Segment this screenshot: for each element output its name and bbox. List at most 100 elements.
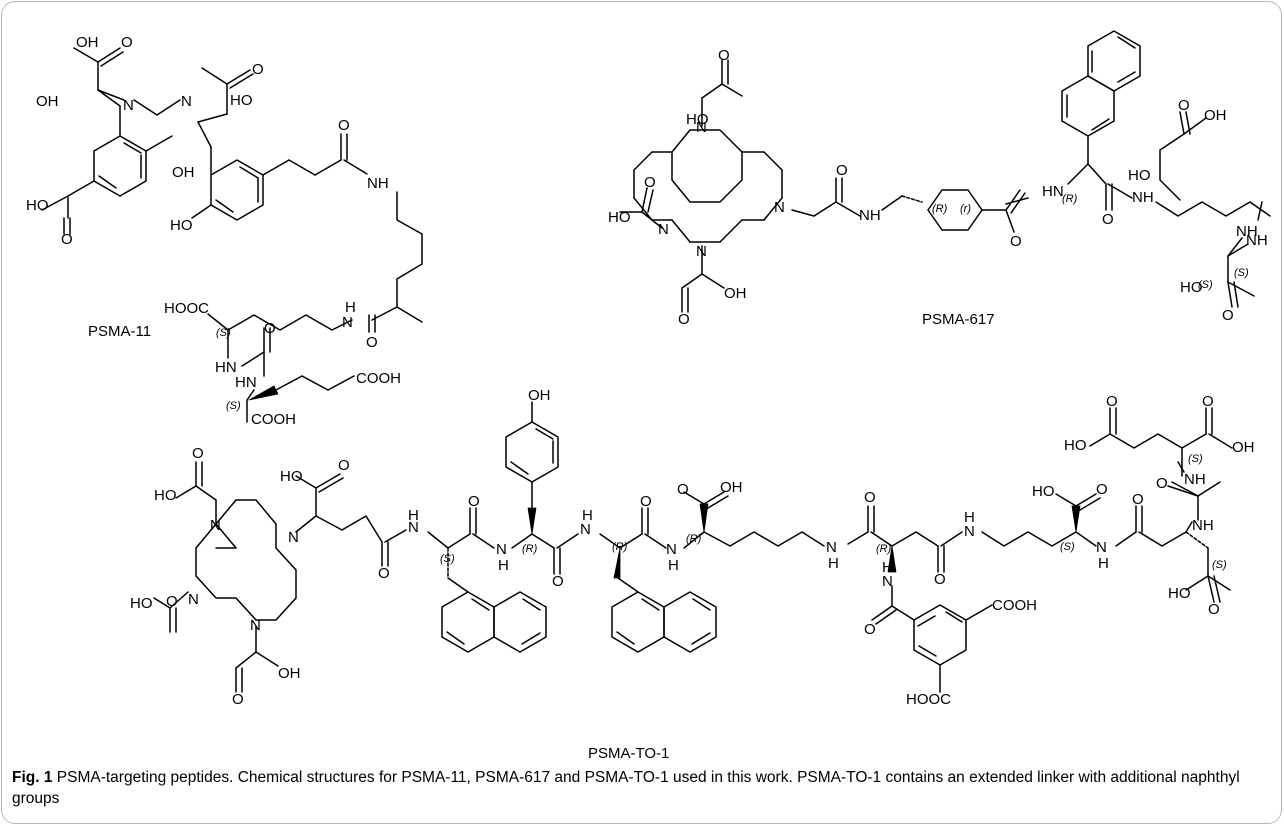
atom-label: HO (230, 92, 253, 109)
atom-label: N (288, 529, 299, 546)
atom-label: O (864, 489, 876, 506)
atom-label: O (836, 162, 848, 179)
atom-label: HO (1032, 483, 1055, 500)
atom-label: O (366, 334, 378, 351)
atom-label: N (826, 539, 837, 556)
atom-label: O (378, 565, 390, 582)
atom-label: N (496, 541, 507, 558)
stereo-label: (R) (932, 203, 948, 215)
atom-label: H (345, 299, 356, 316)
atom-label: O (61, 231, 73, 248)
stereo-label: (S) (1212, 559, 1227, 571)
atom-label: NH (1246, 232, 1268, 249)
atom-label: O (1208, 601, 1220, 618)
atom-label: O (864, 621, 876, 638)
stereo-label: (R) (522, 543, 538, 555)
atom-label: O (1106, 393, 1118, 410)
atom-label: OH (724, 285, 747, 302)
atom-label: O (1202, 393, 1214, 410)
atom-label: NH (859, 207, 881, 224)
atom-label: OH (76, 34, 99, 51)
atom-label: O (338, 117, 350, 134)
atom-label: HN (235, 374, 257, 391)
atom-label: HO (170, 217, 193, 234)
atom-label: O (677, 481, 689, 498)
atom-label: HO (154, 487, 177, 504)
atom-label: N (250, 617, 261, 634)
atom-label: O (552, 573, 564, 590)
atom-label: HO (130, 595, 153, 612)
atom-label: O (192, 445, 204, 462)
stereo-label: (S) (440, 553, 455, 565)
atom-label: O (1102, 211, 1114, 228)
stereo-label: (R) (1062, 193, 1078, 205)
atom-label: HN (1042, 183, 1064, 200)
atom-label: OH (1232, 439, 1255, 456)
atom-label: O (1156, 475, 1168, 492)
atom-label: NH (367, 175, 389, 192)
atom-label: O (338, 457, 350, 474)
structure-psma-11 (41, 47, 423, 423)
stereo-label: (R) (876, 543, 892, 555)
atom-label: HO (1128, 167, 1151, 184)
caption-label: Fig. 1 (12, 769, 53, 786)
compound-name: PSMA-11 (88, 323, 151, 340)
stereo-label: (R) (612, 541, 628, 553)
stereo-label: (S) (216, 327, 231, 339)
atom-label: O (232, 691, 244, 708)
atom-label: HO (280, 468, 303, 485)
atom-label: O (934, 571, 946, 588)
atom-label: H (582, 507, 593, 524)
atom-label: O (166, 593, 178, 610)
atom-label: COOH (356, 370, 401, 387)
atom-label: HO (608, 209, 631, 226)
stereo-label: (S) (1198, 279, 1213, 291)
atom-label: O (1222, 307, 1234, 324)
atom-label: H (1098, 555, 1109, 572)
stereo-label: (S) (1188, 453, 1203, 465)
atom-label: H (964, 509, 975, 526)
atom-label: N (408, 519, 419, 536)
atom-label: N (342, 314, 353, 331)
compound-name: PSMA-617 (922, 311, 995, 328)
atom-label: OH (528, 387, 551, 404)
atom-label: OH (720, 479, 743, 496)
atom-label: N (181, 93, 192, 110)
atom-label: O (644, 174, 656, 191)
figure-caption: Fig. 1 PSMA-targeting peptides. Chemical… (12, 767, 1274, 809)
atom-label: H (828, 555, 839, 572)
atom-label: OH (172, 164, 195, 181)
atom-label: N (1096, 539, 1107, 556)
atom-label: O (640, 493, 652, 510)
atom-label: O (264, 320, 276, 337)
atom-label: HO (686, 111, 709, 128)
atom-label: O (252, 61, 264, 78)
atom-label: O (1010, 233, 1022, 250)
atom-label: HO (1168, 585, 1191, 602)
atom-label: N (882, 573, 893, 590)
atom-label: NH (1132, 189, 1154, 206)
atom-label: COOH (251, 411, 296, 428)
atom-label: O (468, 493, 480, 510)
atom-label: COOH (992, 597, 1037, 614)
stereo-label: (S) (226, 400, 241, 412)
atom-label: O (1096, 481, 1108, 498)
atom-label: N (696, 243, 707, 260)
atom-label: O (1132, 491, 1144, 508)
atom-label: HOOC (906, 691, 951, 708)
atom-label: HN (215, 359, 237, 376)
atom-label: HO (1180, 279, 1203, 296)
atom-label: N (658, 221, 669, 238)
atom-label: NH (1184, 471, 1206, 488)
atom-label: N (696, 119, 707, 136)
stereo-label: (S) (1060, 541, 1075, 553)
structure-psma-to-1 (153, 401, 1233, 693)
atom-label: N (774, 199, 785, 216)
atom-label: O (1178, 97, 1190, 114)
atom-label: H (408, 507, 419, 524)
atom-label: N (210, 517, 221, 534)
atom-label: NH (1192, 517, 1214, 534)
atom-label: N (964, 523, 975, 540)
atom-label: O (678, 311, 690, 328)
